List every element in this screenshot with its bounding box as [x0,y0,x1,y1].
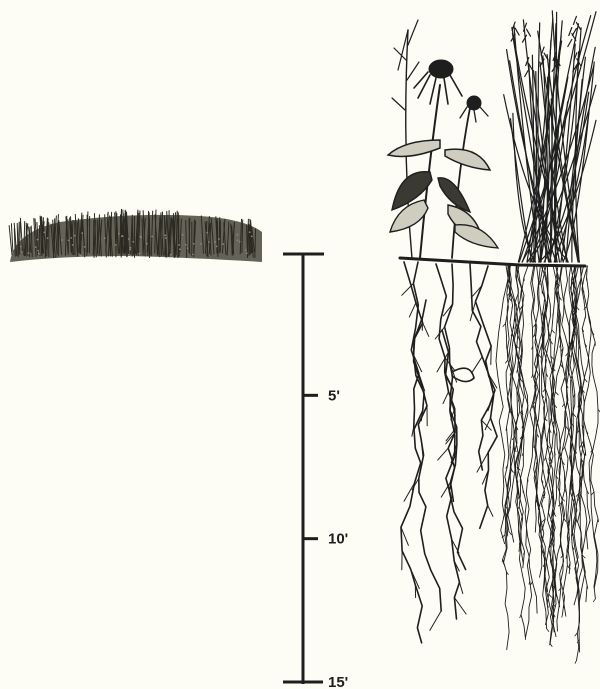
turf-grass-illustration [9,209,262,262]
scale-tick-label-5: 5' [328,387,340,404]
scale-tick-label-15: 15' [328,674,348,689]
scale-tick-label-10: 10' [328,531,348,548]
depth-scale: 5' 10' 15' [283,254,348,689]
prairie-plants-illustration [388,11,600,663]
bunch-grass-plant [496,11,600,663]
coneflower-bud-icon [460,96,488,122]
coneflower-plant [388,20,498,643]
